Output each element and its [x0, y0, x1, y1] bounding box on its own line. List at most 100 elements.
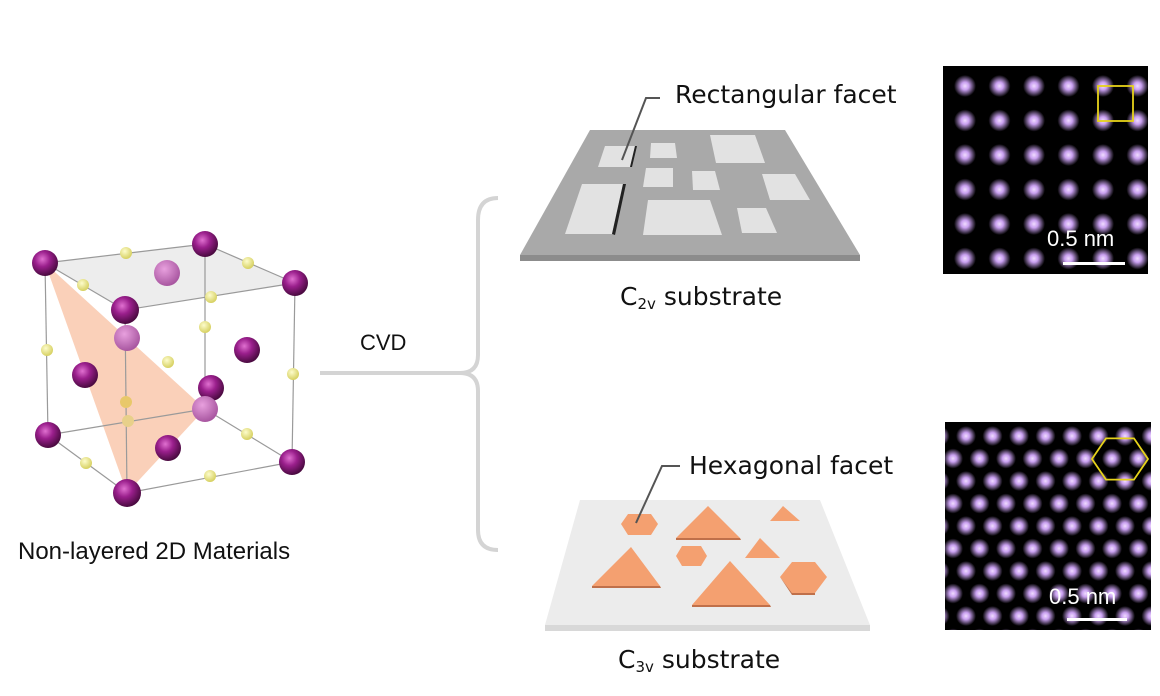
atom-column: [1057, 109, 1080, 132]
atom-column: [1141, 471, 1151, 491]
atom-column: [945, 472, 950, 490]
rectangular-facet-label: Rectangular facet: [675, 80, 897, 109]
atom-column: [1035, 471, 1056, 491]
atom-column: [945, 562, 950, 580]
atom-column: [1075, 583, 1096, 604]
unit-cell-square-overlay: [1097, 85, 1134, 122]
atom-column: [1080, 628, 1091, 630]
atom-column: [988, 178, 1011, 201]
atom-column: [969, 493, 990, 514]
atom-column: [1022, 448, 1043, 469]
atom-column: [1126, 144, 1148, 166]
stem-image-hexagonal-lattice: 0.5 nm: [945, 422, 1151, 630]
scale-bar-bottom: [1067, 618, 1127, 621]
c2v-subscript: 2v: [637, 295, 656, 313]
c2v-prefix: C: [620, 282, 638, 311]
atom-column: [1035, 606, 1056, 626]
atom-column: [956, 426, 976, 446]
atom-column: [1035, 516, 1056, 536]
atom-column: [954, 144, 976, 166]
atom-column: [1092, 213, 1114, 235]
atom-column: [1141, 426, 1151, 446]
atom-column: [988, 144, 1011, 166]
atom-column: [1057, 178, 1080, 201]
atom-column: [1009, 426, 1029, 446]
atom-column: [954, 213, 976, 235]
atom-column: [1062, 426, 1082, 446]
atom-column: [1126, 213, 1148, 235]
atom-column: [1023, 178, 1045, 201]
atom-column: [1115, 426, 1135, 446]
atom-column: [988, 247, 1011, 270]
atom-column: [1102, 493, 1122, 514]
atom-column: [1009, 606, 1029, 626]
atom-column: [1106, 628, 1118, 630]
atom-column: [1027, 628, 1038, 630]
atom-column: [1035, 561, 1056, 581]
atom-column: [982, 516, 1003, 536]
scale-bar-label-top: 0.5 nm: [1047, 226, 1115, 251]
cvd-bracket: [320, 196, 499, 552]
atom-column: [1009, 516, 1029, 536]
atom-column: [996, 538, 1016, 559]
atom-column: [956, 606, 976, 626]
atom-column: [1126, 247, 1148, 270]
atom-column: [1023, 144, 1045, 166]
atom-column: [945, 517, 950, 535]
atom-column: [1035, 426, 1056, 446]
c3v-prefix: C: [618, 645, 636, 674]
atom-column: [1049, 538, 1069, 559]
stem-image-square-lattice: 0.5 nm: [943, 66, 1148, 274]
c3v-substrate-label: C3v substrate: [618, 645, 780, 676]
atom-column: [996, 583, 1016, 604]
scale-bar-top: [1063, 262, 1125, 265]
c2v-substrate: [520, 130, 860, 255]
atom-column: [1141, 516, 1151, 536]
atom-column: [1023, 247, 1045, 270]
atom-column: [1088, 426, 1109, 446]
atom-column: [1023, 75, 1045, 97]
atom-column: [1023, 213, 1045, 235]
c3v-suffix: substrate: [653, 645, 781, 674]
atom-column: [996, 448, 1016, 469]
atom-column: [1022, 493, 1043, 514]
atom-column: [945, 538, 963, 559]
atom-column: [1141, 606, 1151, 626]
crystal-structure: [32, 231, 308, 507]
atom-column: [1092, 178, 1114, 201]
hex-callout-line: [635, 465, 680, 524]
atom-column: [1088, 516, 1109, 536]
hexagonal-facets: [621, 514, 827, 593]
atom-column: [954, 178, 976, 201]
atom-column: [956, 471, 976, 491]
atom-column: [1062, 471, 1082, 491]
atom-column: [945, 427, 950, 445]
atom-column: [1126, 178, 1148, 201]
atom-column: [1115, 561, 1135, 581]
atom-column: [1053, 628, 1065, 630]
atom-column: [1126, 109, 1148, 132]
atom-column: [945, 448, 963, 469]
atom-column: [956, 516, 976, 536]
c3v-substrate-illustration: [545, 465, 870, 631]
atom-column: [1023, 109, 1045, 132]
atom-column: [1057, 144, 1080, 166]
atom-column: [988, 213, 1011, 235]
rect-callout-line: [621, 97, 660, 161]
atom-column: [954, 109, 976, 132]
atom-column: [1000, 628, 1012, 630]
atom-column: [974, 628, 985, 630]
atom-column: [1009, 471, 1029, 491]
atom-column: [1115, 516, 1135, 536]
atom-column: [1075, 448, 1096, 469]
atom-column: [1128, 583, 1149, 604]
atom-column: [1088, 471, 1109, 491]
atom-column: [1057, 213, 1080, 235]
atom-column: [945, 493, 963, 514]
atom-column: [1009, 561, 1029, 581]
triangular-facets: [592, 506, 800, 605]
atom-column: [1075, 538, 1096, 559]
c2v-substrate-label: C2v substrate: [620, 282, 782, 313]
cvd-label: CVD: [360, 330, 407, 355]
